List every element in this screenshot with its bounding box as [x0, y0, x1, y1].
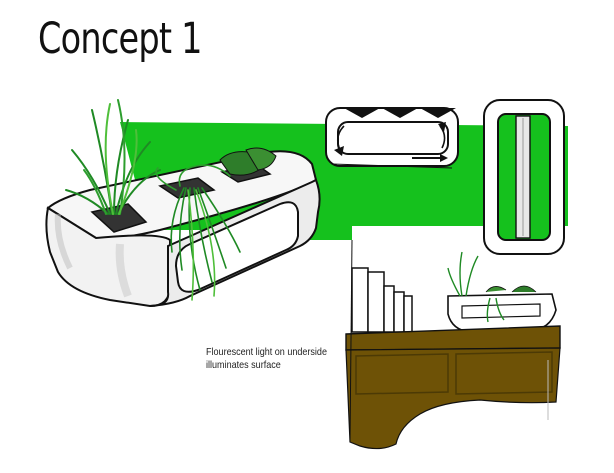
annotation-line-1: Flourescent light on underside — [206, 346, 327, 358]
leafy-plant-sketch — [219, 147, 277, 176]
light-annotation: Flourescent light on underside illuminat… — [206, 346, 378, 372]
shelf-scene-sketch — [345, 239, 561, 450]
annotation-line-2: illuminates surface — [206, 359, 281, 371]
planter-top-view-sketch — [325, 107, 459, 169]
page-title: Concept 1 — [38, 14, 202, 64]
grass-plant-sketch — [65, 99, 161, 215]
trailing-plant-sketch — [155, 164, 241, 301]
planter-side-view-sketch — [483, 99, 565, 255]
